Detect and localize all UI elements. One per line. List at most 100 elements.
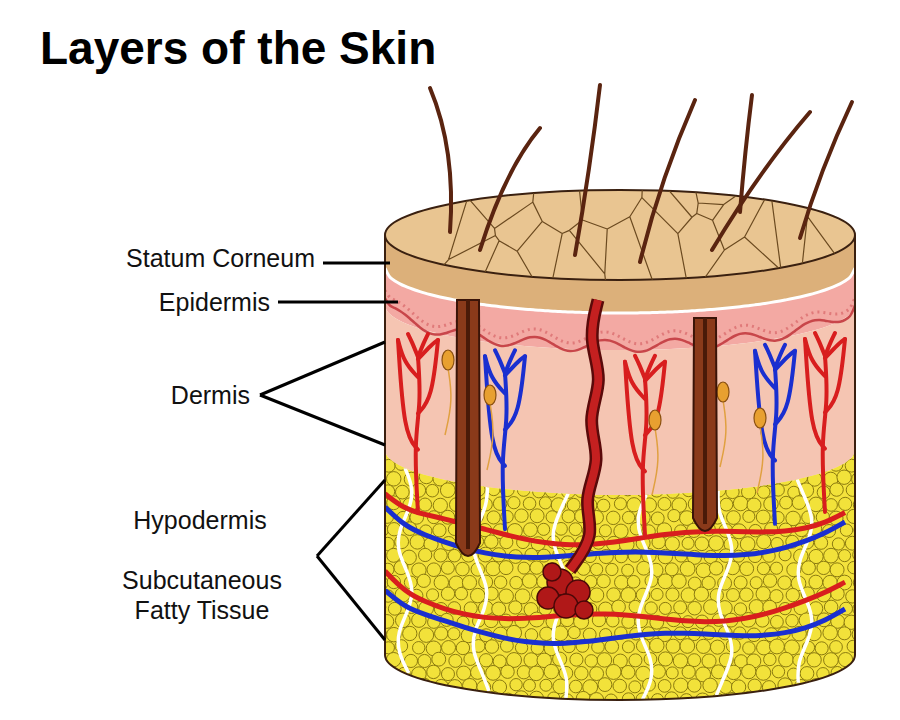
vessel-branch — [503, 373, 507, 529]
fat-cell — [524, 523, 538, 537]
fat-cell — [830, 691, 845, 706]
fat-cell — [465, 704, 478, 717]
fat-cell — [801, 693, 814, 706]
fat-cell — [622, 564, 634, 576]
fat-cell — [413, 642, 425, 654]
fat-cell — [704, 600, 719, 615]
venule — [485, 350, 525, 529]
fat-cell — [652, 665, 666, 679]
septum — [796, 478, 811, 683]
skin-interior — [372, 268, 869, 720]
fat-cell — [645, 602, 657, 614]
fat-cell — [449, 654, 462, 667]
fat-cell — [614, 498, 626, 510]
fat-cell — [756, 587, 770, 601]
fat-cell — [479, 654, 492, 667]
fat-cell — [435, 627, 448, 640]
vessel-branch — [398, 340, 418, 450]
fat-cell — [372, 679, 386, 693]
fat-cell — [434, 445, 447, 458]
fat-cell — [597, 574, 610, 587]
fat-cell — [852, 704, 867, 719]
fat-cell — [380, 615, 394, 629]
fat-cell — [479, 473, 492, 486]
fat-cell — [538, 705, 550, 717]
fat-cell — [420, 706, 432, 718]
fat-cell — [419, 628, 434, 643]
fat-cell — [544, 664, 559, 679]
fat-cell — [575, 666, 589, 680]
fat-cell — [786, 588, 799, 601]
vessel-branch — [418, 334, 428, 357]
fat-cell — [854, 654, 868, 668]
hair — [430, 88, 451, 232]
leader-line — [323, 262, 390, 265]
fat-cell — [731, 680, 745, 694]
fat-cell — [709, 562, 723, 576]
fat-cell — [688, 679, 701, 692]
vessel-branch — [645, 356, 655, 379]
fat-cell — [612, 600, 626, 614]
fat-cell — [568, 626, 580, 638]
fat-cell — [597, 653, 612, 668]
skin-surface — [385, 190, 855, 280]
fat-cell — [780, 496, 793, 509]
fat-cell — [726, 459, 741, 474]
fat-cell — [397, 693, 409, 705]
fat-cell — [552, 444, 567, 459]
fat-cell — [650, 638, 664, 652]
sweat-gland-coil — [554, 594, 578, 618]
fat-cell — [695, 693, 710, 708]
fat-cell — [658, 445, 671, 458]
fat-cell — [665, 537, 679, 551]
fat-cell — [432, 652, 446, 666]
fat-cell — [769, 639, 784, 654]
fat-cell — [688, 601, 702, 615]
fat-cell — [823, 625, 838, 640]
fat-cell — [681, 588, 696, 603]
vessel-branch — [505, 350, 515, 373]
fat-tissue — [372, 444, 869, 720]
leader-line — [317, 556, 385, 640]
fat-cell — [606, 563, 618, 575]
fat-cell — [507, 470, 522, 485]
sweat-duct-outline — [570, 300, 598, 570]
fat-cell — [764, 704, 778, 718]
leader-line — [260, 342, 385, 395]
sweat-gland-coil — [575, 601, 593, 619]
fat-cell — [606, 485, 620, 499]
title-slot: Layers of the Skin — [40, 22, 436, 75]
fat-cell — [404, 704, 419, 719]
title: Layers of the Skin — [40, 22, 436, 75]
fat-cell — [522, 444, 537, 459]
fat-cell — [807, 447, 820, 460]
layer-label: Subcutaneous Fatty Tissue — [97, 565, 307, 625]
nerve-fiber — [652, 428, 658, 495]
fat-cell — [418, 654, 431, 667]
fat-cell — [771, 691, 784, 704]
fat-cell — [539, 472, 551, 484]
vessel-branch — [823, 356, 827, 512]
fat-cell — [488, 483, 500, 495]
fat-cell — [418, 498, 431, 511]
vessel-branch — [755, 351, 775, 461]
fat-cell — [743, 642, 756, 655]
sebaceous-gland — [754, 408, 766, 428]
fat-cell — [824, 444, 837, 457]
fat-cell — [809, 575, 823, 589]
fat-cell — [426, 458, 440, 472]
fat-cell — [779, 652, 794, 667]
fat-cell — [659, 602, 671, 614]
fat-cell — [658, 652, 672, 666]
fat-cell — [854, 446, 869, 461]
arteriole — [398, 334, 438, 513]
fat-cell — [471, 692, 485, 706]
fat-cell — [695, 537, 709, 551]
fat-cell — [457, 693, 471, 707]
fat-cell — [441, 668, 454, 681]
fat-cell — [622, 641, 634, 653]
fat-cell — [847, 666, 861, 680]
fat-cell — [672, 574, 687, 589]
fat-cell — [779, 704, 792, 717]
fat-cell — [607, 511, 620, 524]
